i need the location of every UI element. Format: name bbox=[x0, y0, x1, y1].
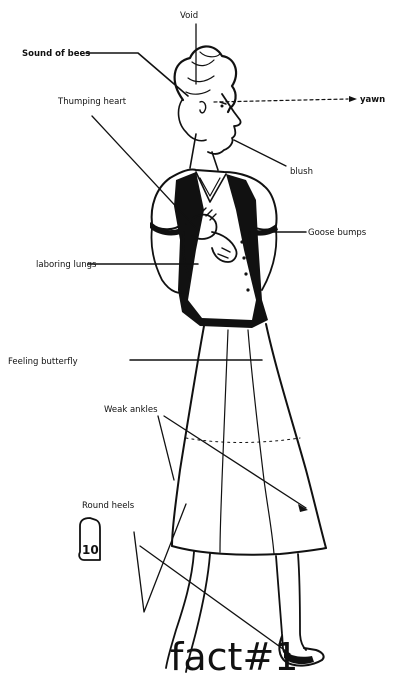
label-blush: blush bbox=[290, 167, 313, 177]
pointer-lines bbox=[86, 24, 357, 654]
label-yawn: yawn bbox=[360, 95, 385, 105]
label-void: Void bbox=[180, 11, 198, 21]
label-weak-ankles: Weak ankles bbox=[104, 405, 158, 415]
labels: Void Sound of bees Thumping heart yawn b… bbox=[8, 11, 385, 511]
label-laboring-lungs: laboring lungs bbox=[36, 260, 97, 270]
label-round-heels: Round heels bbox=[82, 501, 135, 511]
woman-figure bbox=[150, 46, 326, 672]
label-goose-bumps: Goose bumps bbox=[308, 228, 367, 238]
label-sound-of-bees: Sound of bees bbox=[22, 49, 90, 59]
footer-title: fact#1 bbox=[170, 635, 298, 677]
label-feeling-butterfly: Feeling butterfly bbox=[8, 357, 78, 367]
number-badge: 10 bbox=[79, 518, 100, 560]
label-thumping-heart: Thumping heart bbox=[57, 97, 127, 107]
badge-number: 10 bbox=[82, 543, 99, 557]
